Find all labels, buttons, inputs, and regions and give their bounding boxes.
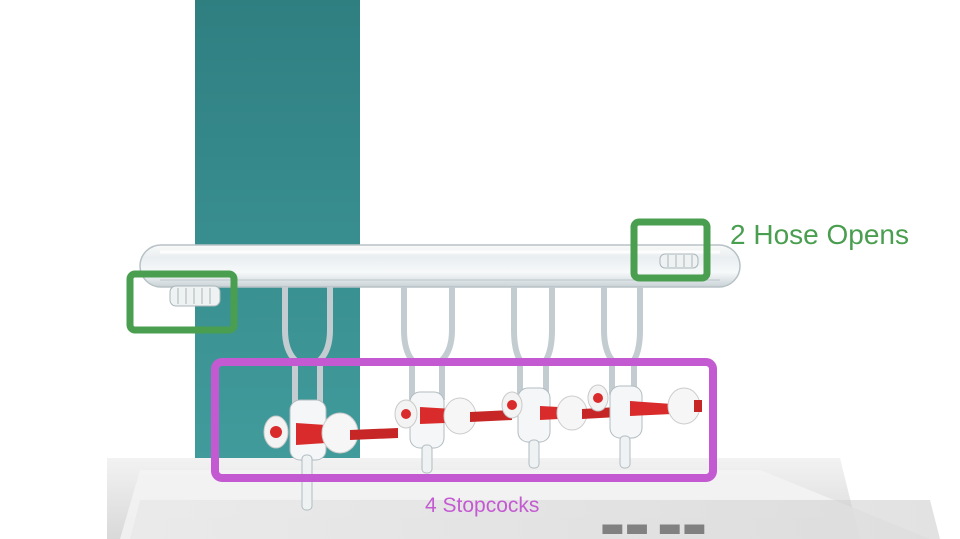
right-hose-highlight-box xyxy=(630,218,711,282)
stopcock-3 xyxy=(501,287,618,469)
hose-opens-label: 2 Hose Opens xyxy=(730,219,909,250)
stopcocks-label: 4 Stopcocks xyxy=(425,494,540,517)
stopcocks-highlight-box xyxy=(211,358,717,482)
left-hose-highlight-box xyxy=(126,270,238,334)
stopcock-4 xyxy=(587,287,702,469)
left-hose-barb xyxy=(169,285,221,307)
manifold-tube xyxy=(139,244,741,288)
right-hose-barb xyxy=(659,253,699,269)
svg-text:▬▬ ▬▬: ▬▬ ▬▬ xyxy=(600,513,707,539)
stopcock-2 xyxy=(394,287,512,474)
